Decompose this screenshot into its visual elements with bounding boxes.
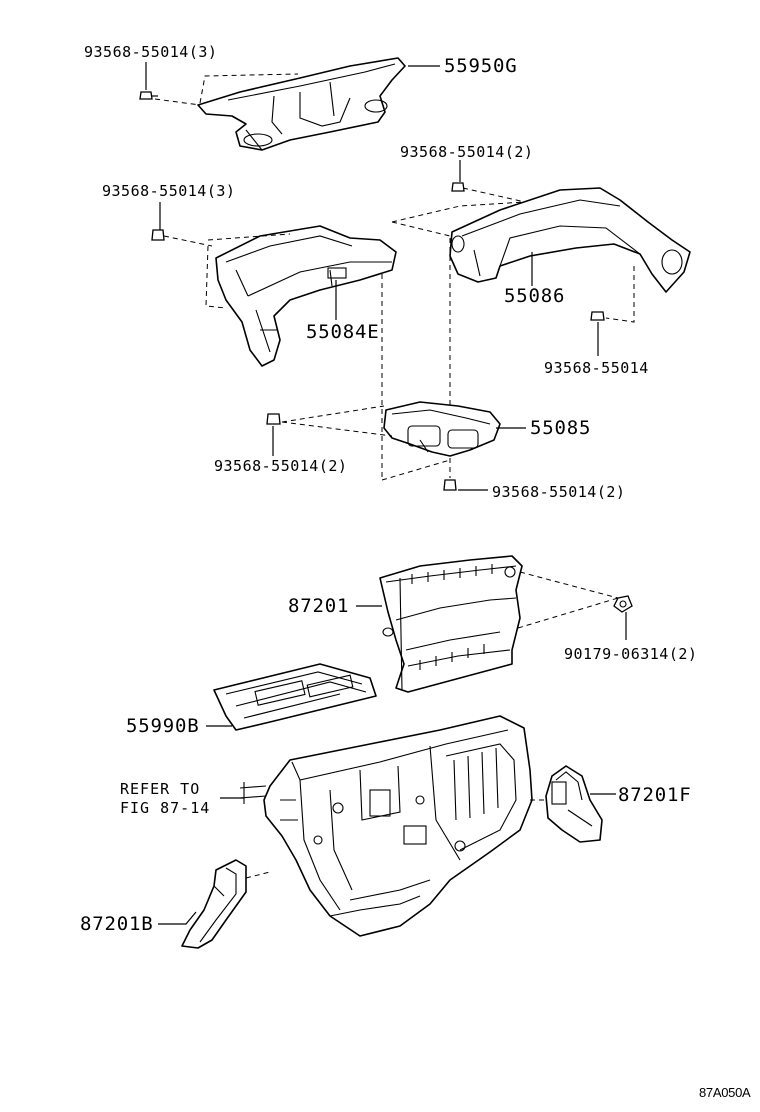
duct-55084e[interactable] [215, 225, 397, 367]
label-87201: 87201 [288, 595, 350, 617]
bolt-line-55085 [281, 421, 393, 437]
label-87201b: 87201B [80, 913, 154, 935]
duct-55086[interactable] [449, 187, 691, 293]
dash-55086-left [391, 221, 451, 237]
dash-55084e-left [205, 245, 227, 309]
label-55990b: 55990B [126, 715, 200, 737]
bolt-line-top [154, 98, 201, 106]
duct-87201b[interactable] [181, 859, 247, 949]
dash-87201b [245, 871, 271, 879]
dash-87201-b [517, 597, 619, 629]
leader-87201b [158, 911, 197, 925]
bolt-icon [443, 458, 488, 491]
label-bolt-93568-55014-3-mid: 93568-55014(3) [102, 182, 236, 200]
label-55950g: 55950G [444, 55, 518, 77]
dash-87201-a [519, 571, 619, 599]
bolt-line-55086 [462, 187, 526, 203]
figure-code: 87A050A [699, 1085, 751, 1100]
label-bolt-93568-55014-2-mid: 93568-55014(2) [400, 143, 534, 161]
label-bolt-93568-55014: 93568-55014 [544, 359, 649, 377]
frame-55990b[interactable] [213, 663, 377, 731]
duct-55950g[interactable] [197, 57, 406, 151]
duct-55085[interactable] [383, 401, 501, 457]
bolt-icon [139, 62, 158, 100]
label-bolt-93568-55014-3-top: 93568-55014(3) [84, 43, 218, 61]
dash-55085 [281, 405, 385, 423]
bolt-icon [151, 202, 165, 241]
bolt-icon [451, 160, 465, 192]
label-55086: 55086 [504, 285, 566, 307]
nut-icon [613, 595, 633, 640]
refer-fig-link[interactable]: FIG 87-14 [120, 799, 211, 817]
duct-87201f[interactable] [545, 765, 603, 843]
dash-55084e-top [207, 233, 291, 241]
label-bolt-93568-55014-2-lower-left: 93568-55014(2) [214, 457, 348, 475]
bolt-icon [590, 311, 605, 356]
bolt-line-55084e [163, 235, 213, 247]
label-55084e: 55084E [306, 321, 380, 343]
label-nut-90179-06314-2: 90179-06314(2) [564, 645, 698, 663]
bolt-icon [266, 413, 281, 456]
dash-bottom-join [381, 459, 451, 481]
duct-87201[interactable] [379, 555, 523, 693]
dash-55086-right [605, 266, 635, 323]
label-87201f: 87201F [618, 784, 692, 806]
refer-to-line: REFER TO [120, 780, 201, 798]
label-bolt-93568-55014-2-lower-right: 93568-55014(2) [492, 483, 626, 501]
label-55085: 55085 [530, 417, 592, 439]
dash-top [199, 73, 299, 104]
heater-unit[interactable] [239, 715, 533, 937]
